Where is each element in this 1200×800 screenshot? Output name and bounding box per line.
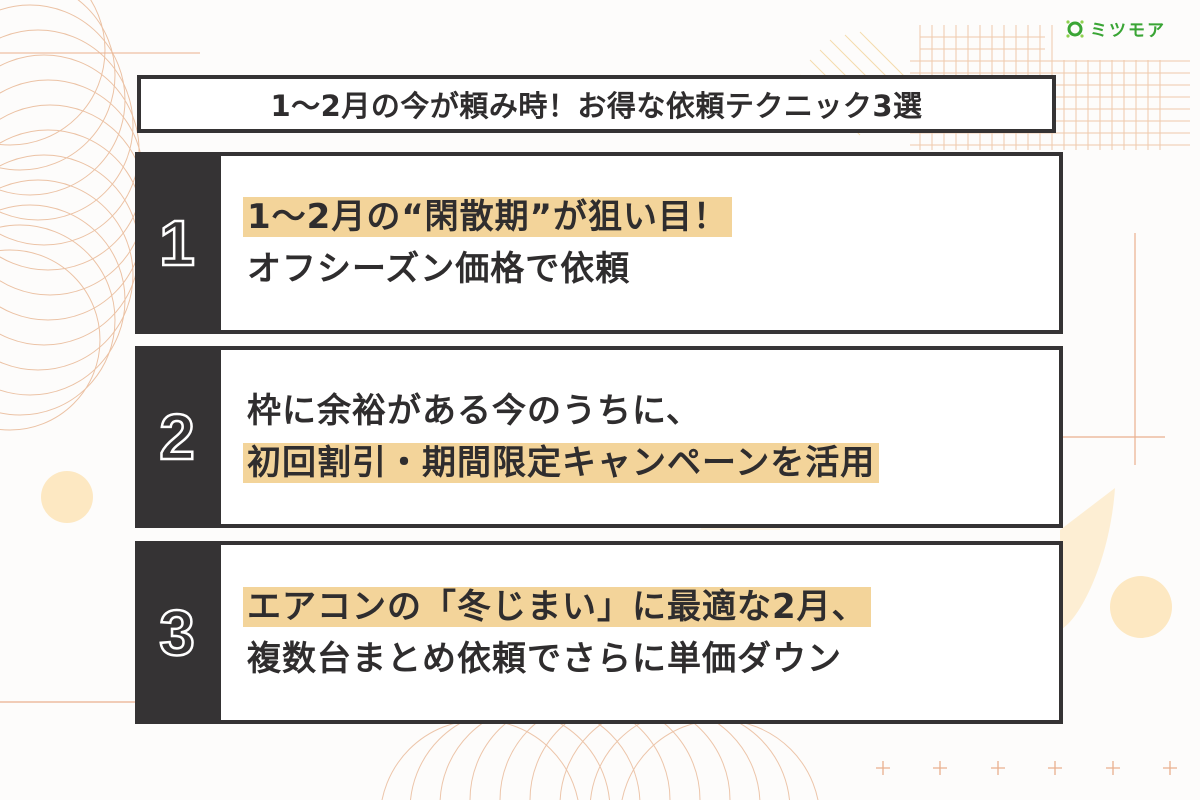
logo-icon — [1066, 19, 1084, 38]
brand-logo: ミツモア — [1066, 16, 1166, 41]
plus-signs — [876, 761, 1177, 775]
tip-line: オフシーズン価格で依頼 — [247, 249, 631, 289]
tip-body: 枠に余裕がある今のうちに、 初回割引・期間限定キャンペーンを活用 — [221, 350, 1059, 524]
page-title: 1〜2月の今が頼み時！お得な依頼テクニック3選 — [270, 89, 923, 123]
tip-number: 3 — [158, 595, 196, 670]
tip-number: 2 — [158, 400, 196, 475]
tip-line-highlighted: 初回割引・期間限定キャンペーンを活用 — [243, 443, 880, 483]
tip-number: 1 — [158, 206, 196, 281]
spiral-circles-top-left — [0, 0, 146, 431]
tip-card-2: 2 枠に余裕がある今のうちに、 初回割引・期間限定キャンペーンを活用 — [135, 346, 1063, 528]
tip-body: 1〜2月の“閑散期”が狙い目！ オフシーズン価格で依頼 — [221, 156, 1059, 330]
tip-line-highlighted: エアコンの「冬じまい」に最適な2月、 — [243, 586, 871, 627]
tip-card-1: 1 1〜2月の“閑散期”が狙い目！ オフシーズン価格で依頼 — [135, 152, 1063, 334]
tip-card-3: 3 エアコンの「冬じまい」に最適な2月、 複数台まとめ依頼でさらに単価ダウン — [135, 541, 1063, 724]
tip-body: エアコンの「冬じまい」に最適な2月、 複数台まとめ依頼でさらに単価ダウン — [221, 545, 1059, 720]
logo-text: ミツモア — [1090, 21, 1166, 41]
tip-line: 複数台まとめ依頼でさらに単価ダウン — [247, 638, 842, 679]
tip-line: 枠に余裕がある今のうちに、 — [247, 391, 701, 431]
page-title-box: 1〜2月の今が頼み時！お得な依頼テクニック3選 — [137, 75, 1056, 133]
tip-line-highlighted: 1〜2月の“閑散期”が狙い目！ — [243, 197, 733, 237]
soft-circle — [41, 471, 93, 523]
